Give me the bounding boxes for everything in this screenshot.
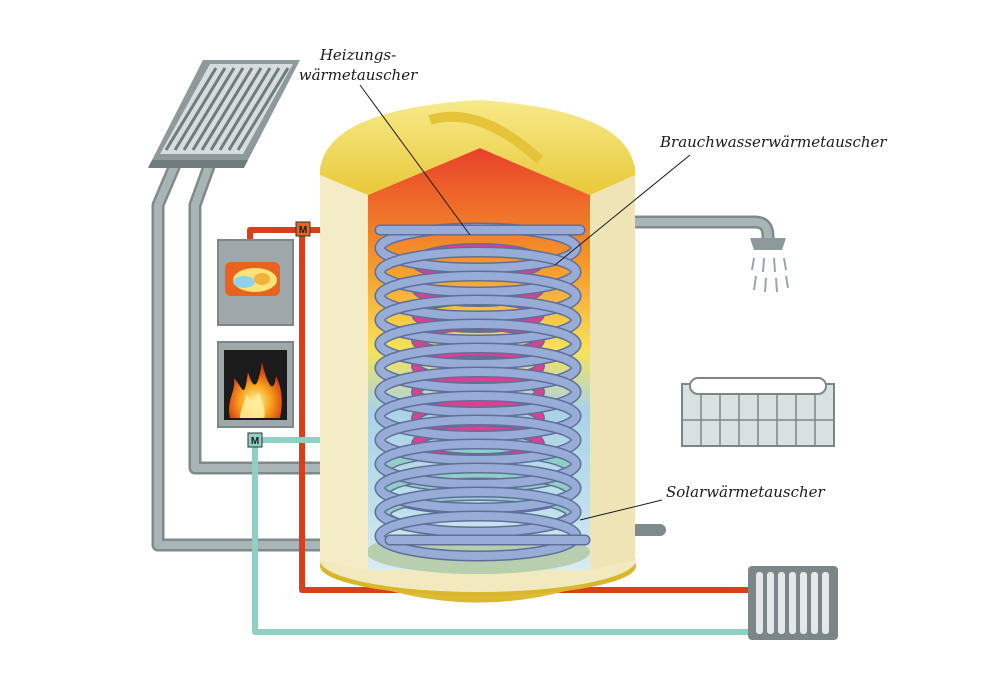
motor-valve-icon: M [247,432,263,448]
label-leaders [359,84,691,521]
gas-burner-icon [217,239,294,326]
shower-head-icon [750,238,789,293]
svg-text:M: M [251,436,259,447]
heat-exchanger-coils [374,222,591,562]
heating-exchanger-label-line1: Heizungs- [319,46,396,64]
heating-exchanger-label-line2: wärmetauscher [299,66,418,84]
bathtub-icon [681,377,835,447]
tank-cap [320,100,635,195]
radiator-icon [748,566,838,640]
wood-fire-icon [217,341,294,428]
svg-text:M: M [299,225,307,236]
solar-collector-icon [148,60,300,168]
solar-exchanger-label: Solarwärmetauscher [666,483,826,501]
hot-water-exchanger-label: Brauchwasserwärmetauscher [659,133,887,151]
motor-valve-icon: M [295,221,311,237]
